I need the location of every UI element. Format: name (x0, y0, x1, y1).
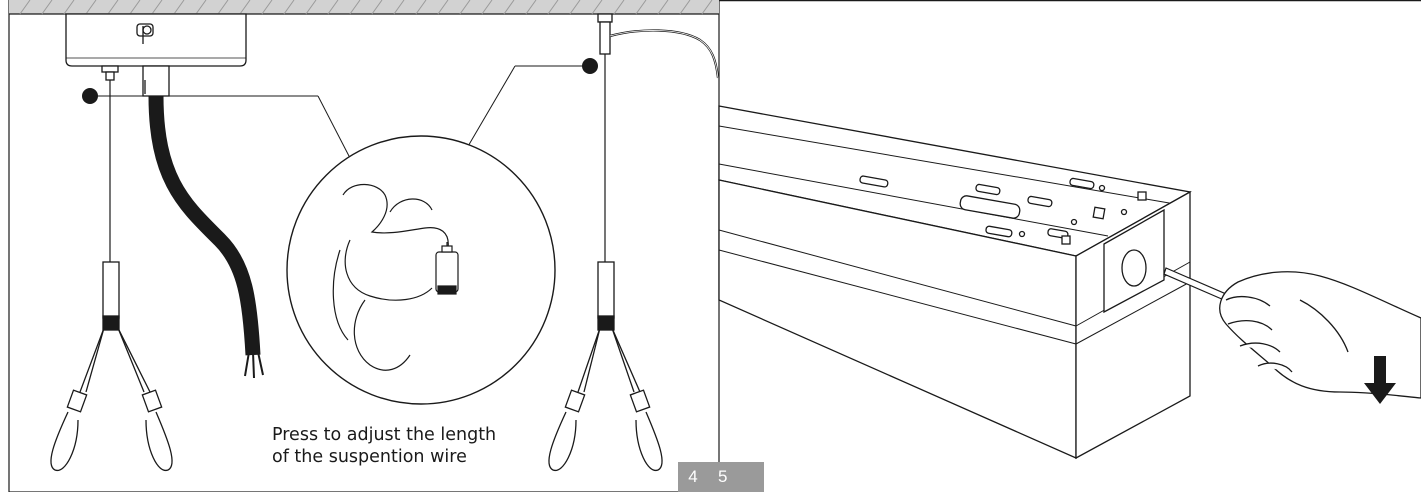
cable-gland (142, 65, 170, 97)
ceiling (9, 0, 719, 15)
wire-gripper-right (597, 13, 720, 262)
suspension-hook-left (50, 261, 173, 471)
suspension-hook-right (548, 261, 663, 471)
power-cable (148, 95, 261, 356)
callout-dot-right (582, 58, 598, 74)
cable-wires (244, 351, 264, 379)
detail-magnifier (286, 135, 556, 405)
page-number-right: 5 (708, 462, 764, 492)
caption-line-1: Press to adjust the length (272, 425, 497, 445)
callout-dot-left (82, 88, 98, 104)
right-panel (718, 0, 1421, 460)
wire-gripper-left (101, 65, 119, 262)
left-panel (8, 0, 720, 492)
page-number-left: 4 (678, 462, 708, 492)
instruction-caption: Press to adjust the length of the suspen… (272, 424, 496, 468)
ceiling-canopy (65, 13, 247, 67)
callout-lines (90, 65, 590, 159)
luminaire-body (718, 105, 1192, 460)
hand (1219, 271, 1421, 399)
caption-line-2: of the suspention wire (272, 447, 467, 467)
down-arrow-icon (1364, 356, 1396, 404)
